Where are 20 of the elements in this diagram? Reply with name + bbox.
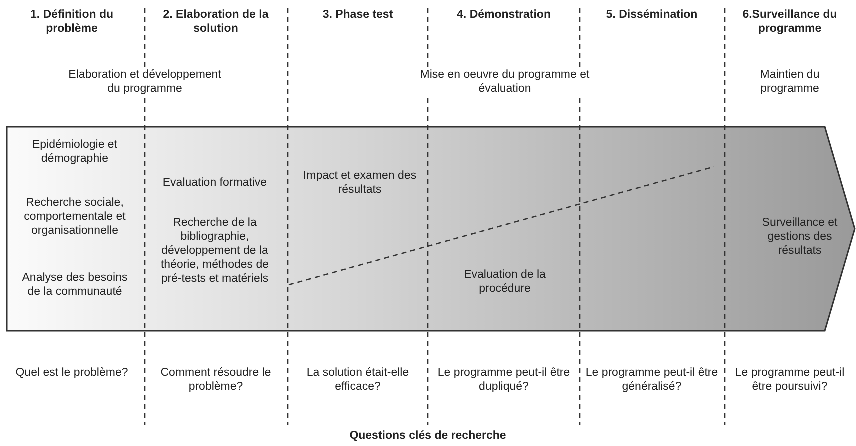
area-text: Recherche sociale, comportementale et organisationnelle [23,196,127,238]
phase-heading: 5. Dissémination [606,8,698,22]
research-question: Quel est le problème? [16,366,128,380]
area-text: Epidémiologie et démographie [31,138,119,166]
phase-heading: 6.Surveillance du programme [742,8,838,36]
area-text: Surveillance et gestions des résultats [761,216,839,258]
phase-heading: 3. Phase test [322,8,394,22]
phase-heading: 4. Démonstration [457,8,551,22]
research-question: La solution était-elle efficace? [306,366,410,394]
area-text: Analyse des besoins de la communauté [21,271,129,299]
phase-heading: 2. Elaboration de la solution [162,8,270,36]
research-question: Le programme peut-il être généralisé? [584,366,720,394]
area-text: Impact et examen des résultats [302,169,418,197]
research-question: Le programme peut-il être poursuivi? [734,366,846,394]
research-question: Le programme peut-il être dupliqué? [436,366,572,394]
area-text: Evaluation de la procédure [463,268,547,296]
area-text: Recherche de la bibliographie, développement de la théorie, méthodes de pré-tests et matériels [160,216,270,286]
research-question: Comment résoudre le problème? [160,366,272,394]
area-text: Evaluation formative [162,176,268,190]
phase-heading: 1. Définition du problème [29,8,115,36]
